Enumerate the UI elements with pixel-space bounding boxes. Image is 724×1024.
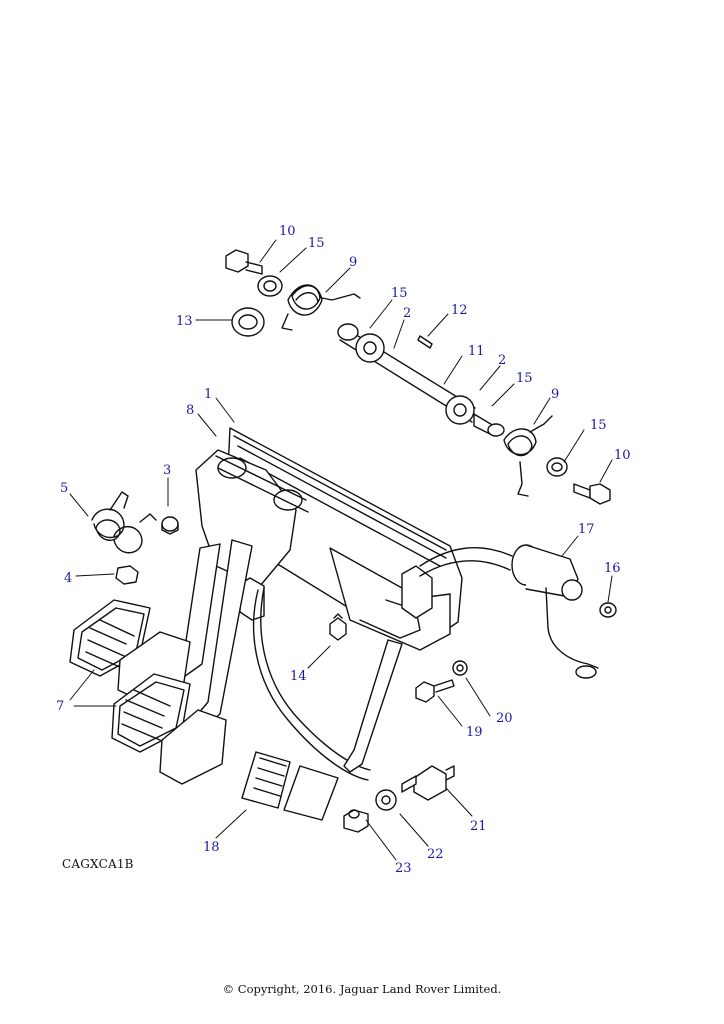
pedal-pads-18 [241, 751, 339, 821]
callout-15-top: 15 [308, 236, 325, 251]
bolt-19 [415, 679, 455, 703]
callout-15-shaft: 15 [391, 286, 408, 301]
bump-stop-14 [329, 613, 347, 641]
brake-pedal [111, 539, 253, 785]
callout-20: 20 [496, 711, 513, 726]
callout-5: 5 [60, 481, 68, 496]
callout-8: 8 [186, 403, 194, 418]
diagram-reference-code: CAGXCA1B [62, 857, 134, 871]
callout-17: 17 [578, 522, 595, 537]
nut-16 [599, 602, 617, 618]
callout-19: 19 [466, 725, 483, 740]
clutch-pedal [69, 543, 221, 703]
copyright-notice: © Copyright, 2016. Jaguar Land Rover Lim… [222, 982, 502, 996]
bush-right [546, 457, 568, 477]
callout-6: 9 [349, 255, 357, 270]
callout-15-right: 15 [590, 418, 607, 433]
pin-12 [417, 335, 433, 349]
master-cylinder-17 [511, 544, 599, 679]
bolt-top [225, 249, 263, 275]
bush-23 [343, 809, 369, 833]
stop-switch-21 [401, 765, 455, 801]
callout-14: 14 [290, 669, 307, 684]
pedal-box-bracket [195, 427, 463, 651]
spring-5 [91, 491, 157, 554]
callout-4: 4 [64, 571, 72, 586]
return-spring-9 [503, 415, 553, 497]
callout-18: 18 [203, 840, 220, 855]
callout-10-top: 10 [279, 224, 296, 239]
callout-11: 11 [468, 344, 485, 359]
callout-9: 9 [551, 387, 559, 402]
return-spring-6 [281, 284, 361, 331]
callout-12: 12 [451, 303, 468, 318]
callout-7: 7 [56, 699, 64, 714]
callout-16: 16 [604, 561, 621, 576]
pedal-cable-upper [419, 547, 513, 577]
callout-15-mid: 15 [516, 371, 533, 386]
callout-10-right: 10 [614, 448, 631, 463]
callout-2-top: 2 [403, 306, 411, 321]
clip-4 [115, 565, 139, 585]
callout-13: 13 [176, 314, 193, 329]
pivot-shaft-11 [337, 323, 505, 437]
callout-21: 21 [470, 819, 487, 834]
washer-20 [452, 660, 468, 676]
washer-22 [375, 789, 397, 811]
washer-13 [231, 307, 265, 337]
bush-top [257, 275, 283, 297]
callout-23: 23 [395, 861, 412, 876]
callout-2-lower: 2 [498, 353, 506, 368]
pedal-lever [343, 639, 403, 773]
plug-3 [161, 516, 179, 535]
callout-3: 3 [163, 463, 171, 478]
callout-22: 22 [427, 847, 444, 862]
callout-1: 1 [204, 387, 212, 402]
bolt-right [573, 483, 611, 505]
leader-lines [69, 239, 613, 861]
